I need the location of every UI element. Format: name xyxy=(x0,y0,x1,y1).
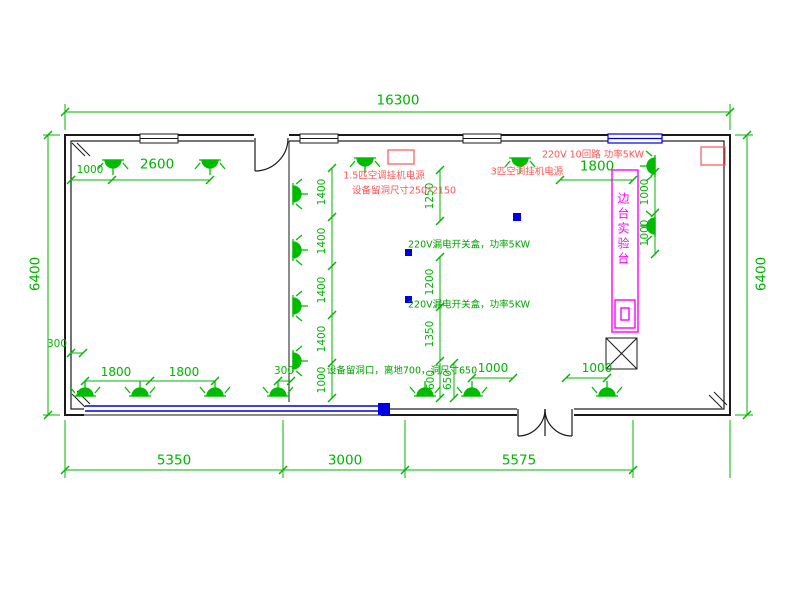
ceiling-lamp-icon xyxy=(69,380,101,397)
dim-label: 2600 xyxy=(139,156,175,173)
dimension-tick xyxy=(742,410,752,420)
dimension-tick xyxy=(66,348,76,358)
dimension-tick xyxy=(327,358,337,368)
ceiling-lamp-icon xyxy=(591,380,623,397)
ceiling-lamp-icon xyxy=(292,234,309,266)
dimension-tick xyxy=(435,252,445,262)
dim-label: 1400 xyxy=(315,178,328,206)
dimension-tick xyxy=(628,175,638,185)
dim-label: 5350 xyxy=(156,452,192,469)
dim-label: 1000 xyxy=(581,361,613,375)
dimension-tick xyxy=(327,310,337,320)
dimension-tick xyxy=(78,348,88,358)
dim-label: 1200 xyxy=(423,268,436,296)
annotation-breaker-box: 220V漏电开关盒，功率5KW xyxy=(408,239,530,251)
double-door xyxy=(517,408,573,437)
dim-label: 1400 xyxy=(315,276,328,304)
dim-label: 1000 xyxy=(76,163,104,176)
ceiling-lamp-icon xyxy=(292,178,309,210)
dimension-tick xyxy=(742,130,752,140)
dimension-tick xyxy=(602,373,612,383)
dimension-tick xyxy=(286,376,296,386)
dim-label: 5575 xyxy=(501,452,537,469)
dim-label: 3000 xyxy=(327,452,363,469)
dimension-tick xyxy=(60,107,70,117)
window xyxy=(139,133,179,144)
dimension-tick xyxy=(435,356,445,366)
annotation-circuit-power: 220V 10回路 功率5KW xyxy=(541,149,645,161)
dim-left-height: 6400 xyxy=(27,256,44,292)
ceiling-lamp-icon xyxy=(194,159,226,176)
dimension-tick xyxy=(628,465,638,475)
dim-label: 1000 xyxy=(638,178,651,206)
dimension-tick xyxy=(555,175,565,185)
dim-label: 1800 xyxy=(168,365,200,379)
dim-label: 1000 xyxy=(315,366,328,394)
dim-label: 1800 xyxy=(100,365,132,379)
dimension-tick xyxy=(561,373,571,383)
window xyxy=(299,133,339,144)
single-door xyxy=(254,137,289,172)
dimension-tick xyxy=(435,216,445,226)
power-socket-icon xyxy=(405,213,521,303)
dimension-tick xyxy=(650,208,660,218)
dimension-tick xyxy=(449,358,459,368)
dimension-tick xyxy=(449,393,459,403)
ceiling-lamp-icon xyxy=(292,345,309,377)
dimension-tick xyxy=(60,465,70,475)
ceiling-lamp-icon xyxy=(292,290,309,322)
dimension-tick xyxy=(278,465,288,475)
equipment-box-crossed xyxy=(605,337,638,370)
dim-label: 1400 xyxy=(315,325,328,353)
dimension-tick xyxy=(66,175,76,185)
annotation-ac-power: 3匹空调挂机电源 xyxy=(490,166,564,178)
equipment-outline xyxy=(387,149,415,165)
annotation-hole-bottom: 设备留洞口，离地700，洞尺寸650 xyxy=(326,365,478,377)
dimension-tick xyxy=(327,212,337,222)
ceiling-lamp-icon xyxy=(199,380,231,397)
annotation-hole-size: 设备留洞尺寸250*2150 xyxy=(351,185,457,197)
ceiling-lamp-icon xyxy=(456,380,488,397)
dimension-tick xyxy=(107,175,117,185)
dim-label: 1000 xyxy=(477,361,509,375)
lab-bench xyxy=(611,169,639,333)
dimension-tick xyxy=(435,165,445,175)
dimension-tick xyxy=(467,373,477,383)
dimension-tick xyxy=(327,393,337,403)
dimension-tick xyxy=(435,393,445,403)
dim-overall-width: 16300 xyxy=(376,92,420,109)
dimension-tick xyxy=(43,130,53,140)
bench-label: 边台实验台 xyxy=(616,192,630,267)
dimension-tick xyxy=(650,249,660,259)
ceiling-lamp-icon xyxy=(124,380,156,397)
dim-label: 300 xyxy=(46,337,68,350)
dimension-tick xyxy=(327,261,337,271)
dimension-tick xyxy=(205,175,215,185)
dimension-tick xyxy=(400,465,410,475)
dimension-tick xyxy=(43,410,53,420)
annotation-ac-power: 1.5匹空调挂机电源 xyxy=(343,170,425,182)
dimension-tick xyxy=(145,376,155,386)
window xyxy=(462,133,502,144)
dim-label: 1350 xyxy=(423,320,436,348)
dimension-lines xyxy=(43,104,753,478)
dimension-tick xyxy=(327,163,337,173)
wall-pier xyxy=(378,403,390,415)
dim-label: 1800 xyxy=(579,158,615,175)
dimension-tick xyxy=(435,302,445,312)
equipment-outline xyxy=(700,146,726,166)
dim-right-height: 6400 xyxy=(753,256,770,292)
window-blue xyxy=(607,133,663,144)
dim-label: 1400 xyxy=(315,227,328,255)
exterior-walls xyxy=(64,134,731,416)
dimension-tick xyxy=(508,373,518,383)
annotation-breaker-box: 220V漏电开关盒，功率5KW xyxy=(408,299,530,311)
dim-label: 300 xyxy=(273,364,295,377)
dim-label: 1000 xyxy=(638,219,651,247)
window-band-bottom xyxy=(84,405,381,416)
dimension-tick xyxy=(725,107,735,117)
